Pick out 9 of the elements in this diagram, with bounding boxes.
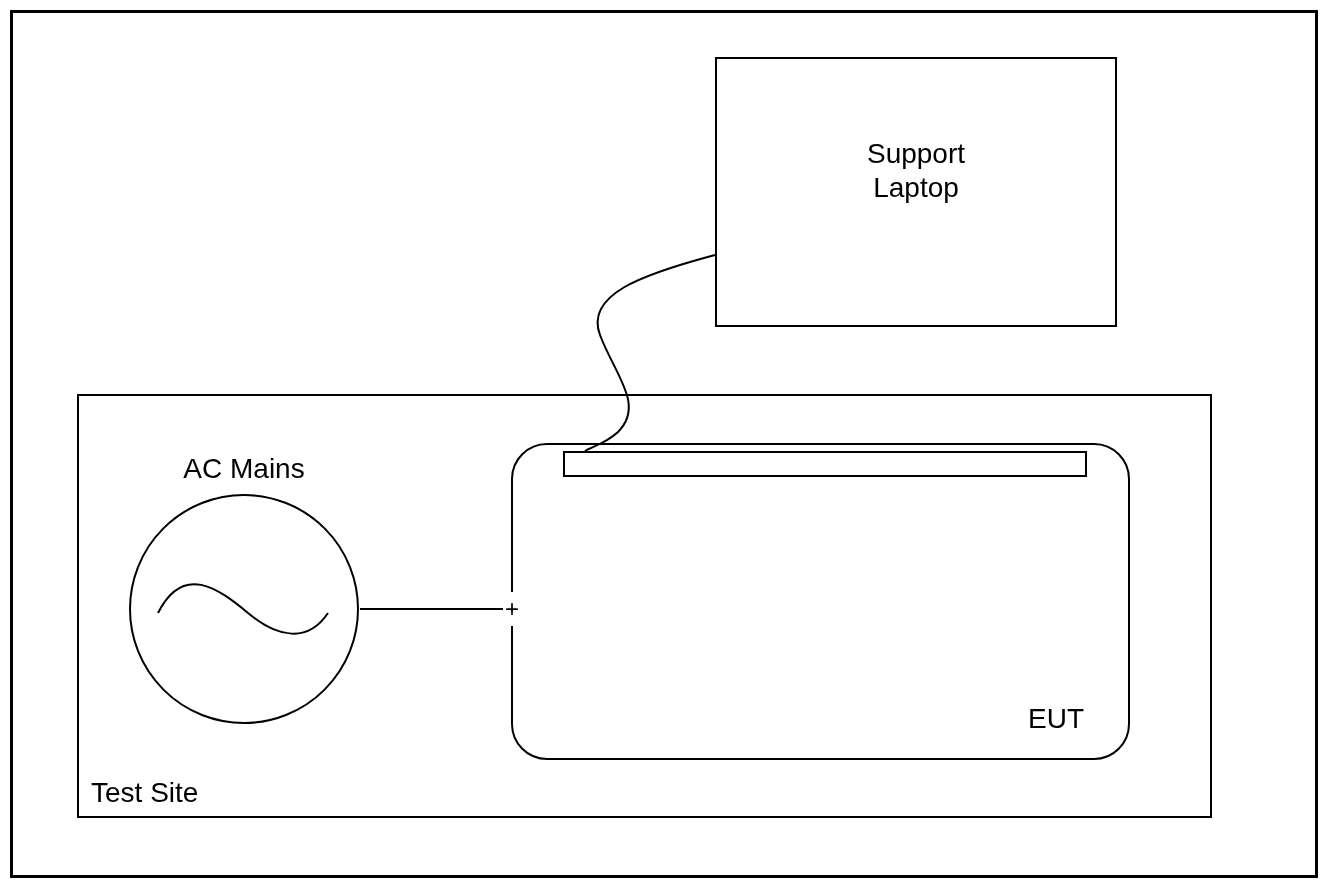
laptop-box [715,57,1117,327]
test-site-boundary [77,394,1212,818]
cable [584,254,716,452]
region-label: Test Site [91,776,199,810]
node-label: AC Mains [182,452,306,486]
connection-mark: + [503,592,521,626]
node-label: Support Laptop [865,137,967,205]
node-label: EUT [1028,702,1084,736]
connector-port-bar [563,451,1087,477]
